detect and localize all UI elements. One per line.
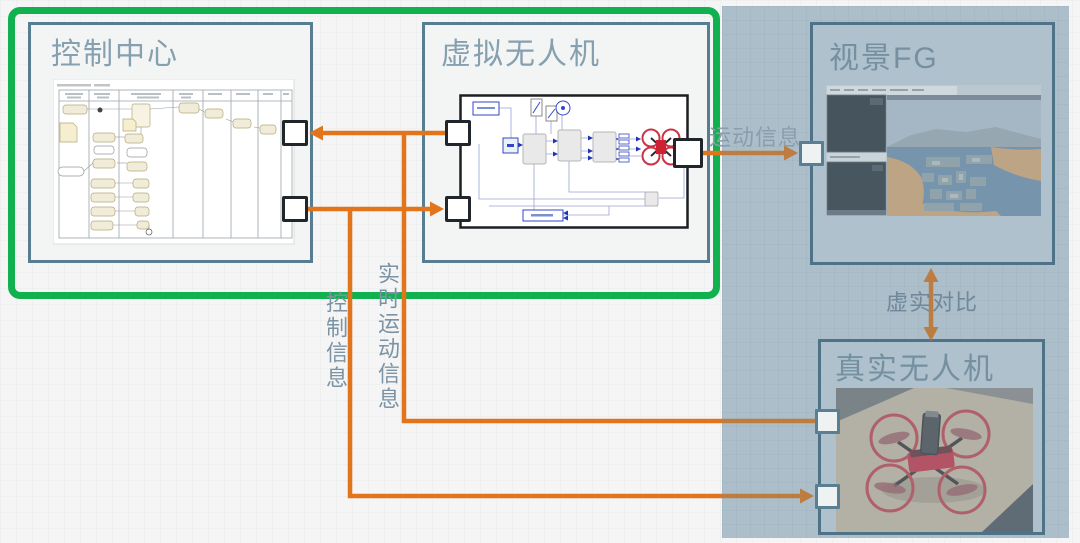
port-virtual-uav-out [673,138,703,168]
fg-console-windows [826,94,887,216]
port-visual-fg-in [799,141,824,166]
drone-photo-image [836,388,1033,532]
virtual-real-comparison-label: 虚实对比 [886,290,979,315]
drone-body [865,409,991,515]
simulink-model-image [459,94,689,229]
fg-3d-scene [887,95,1041,216]
control-center-box: 控制中心 [28,22,313,263]
port-virtual-uav-in-top [445,120,471,146]
flowchart-swimlanes [58,89,293,239]
port-control-center-bottom [282,196,308,222]
flowchart-caption [57,84,110,87]
port-virtual-uav-in-bottom [445,196,471,222]
control-center-title: 控制中心 [51,38,179,71]
port-real-uav-bottom [815,484,840,509]
visual-fg-title: 视景FG [829,42,939,75]
port-real-uav-top [815,409,840,434]
motion-info-label: 运动信息 [709,125,802,150]
port-control-center-top [282,120,308,146]
realtime-motion-info-label: 实时运动信息 [375,262,400,412]
flowchart-nodes [57,102,277,236]
real-uav-box: 真实无人机 [818,339,1045,535]
activity-flowchart-image [53,79,295,245]
flightgear-screenshot-image [826,85,1041,216]
control-info-label: 控制信息 [323,291,348,391]
real-uav-title: 真实无人机 [835,353,995,386]
virtual-uav-title: 虚拟无人机 [441,38,601,71]
flowchart-lane-headers [65,93,289,99]
visual-fg-box: 视景FG [810,22,1055,265]
